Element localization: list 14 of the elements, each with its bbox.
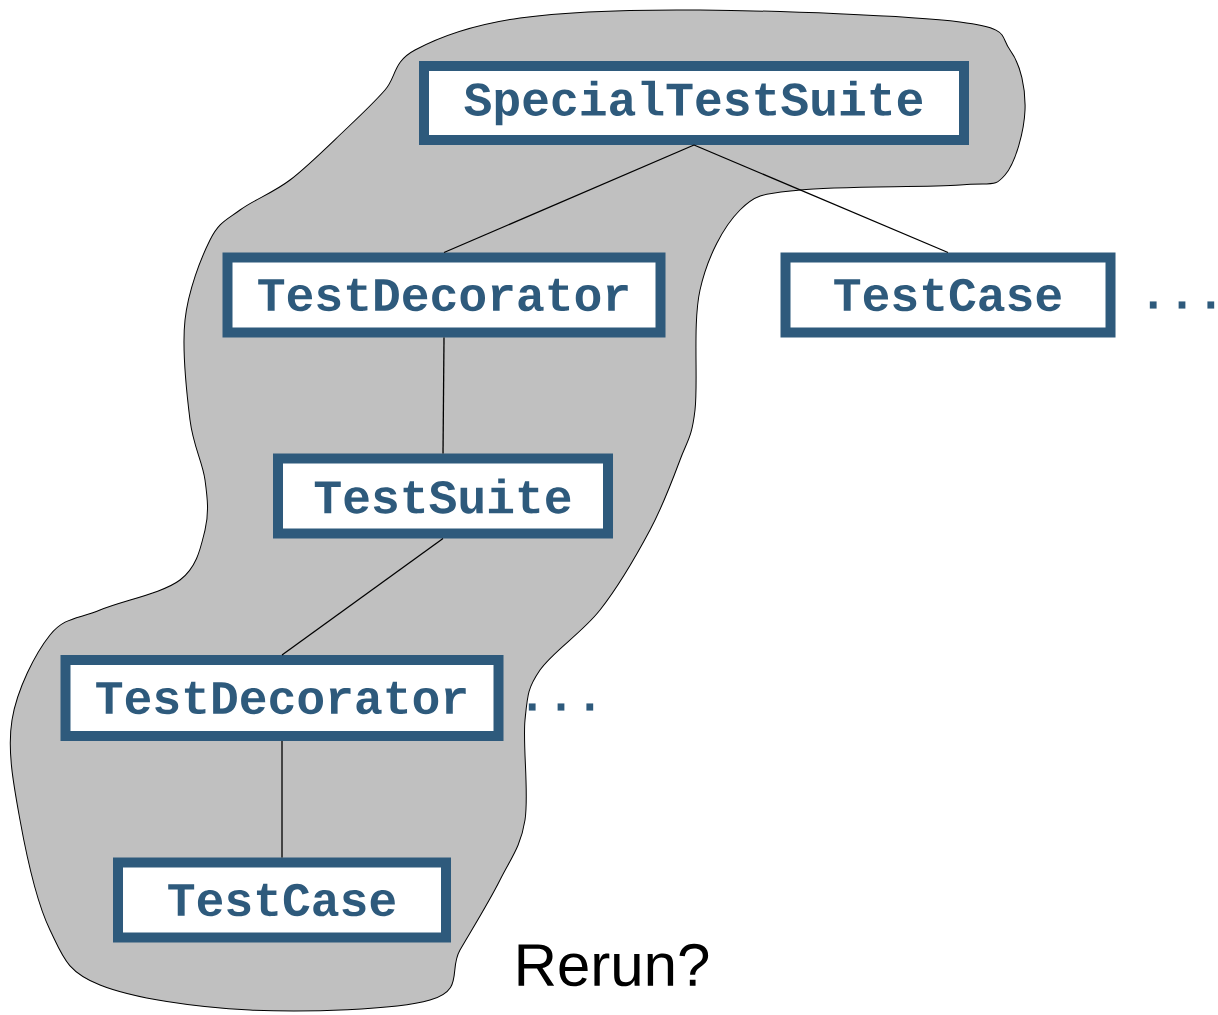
- connector-line: [281, 740, 283, 859]
- ellipsis: ...: [1149, 301, 1215, 309]
- class-box: TestCase: [113, 857, 451, 943]
- class-box: TestCase: [780, 252, 1116, 338]
- class-box: TestDecorator: [60, 655, 504, 741]
- connector-line: [693, 144, 949, 254]
- note-text: Rerun?: [518, 943, 709, 987]
- class-box: SpecialTestSuite: [419, 61, 969, 145]
- connector-line: [442, 336, 445, 455]
- ellipsis: ...: [528, 703, 594, 711]
- connector-line: [443, 144, 695, 254]
- class-box: TestDecorator: [222, 252, 666, 338]
- connector-line: [281, 537, 444, 656]
- class-box: TestSuite: [273, 453, 613, 539]
